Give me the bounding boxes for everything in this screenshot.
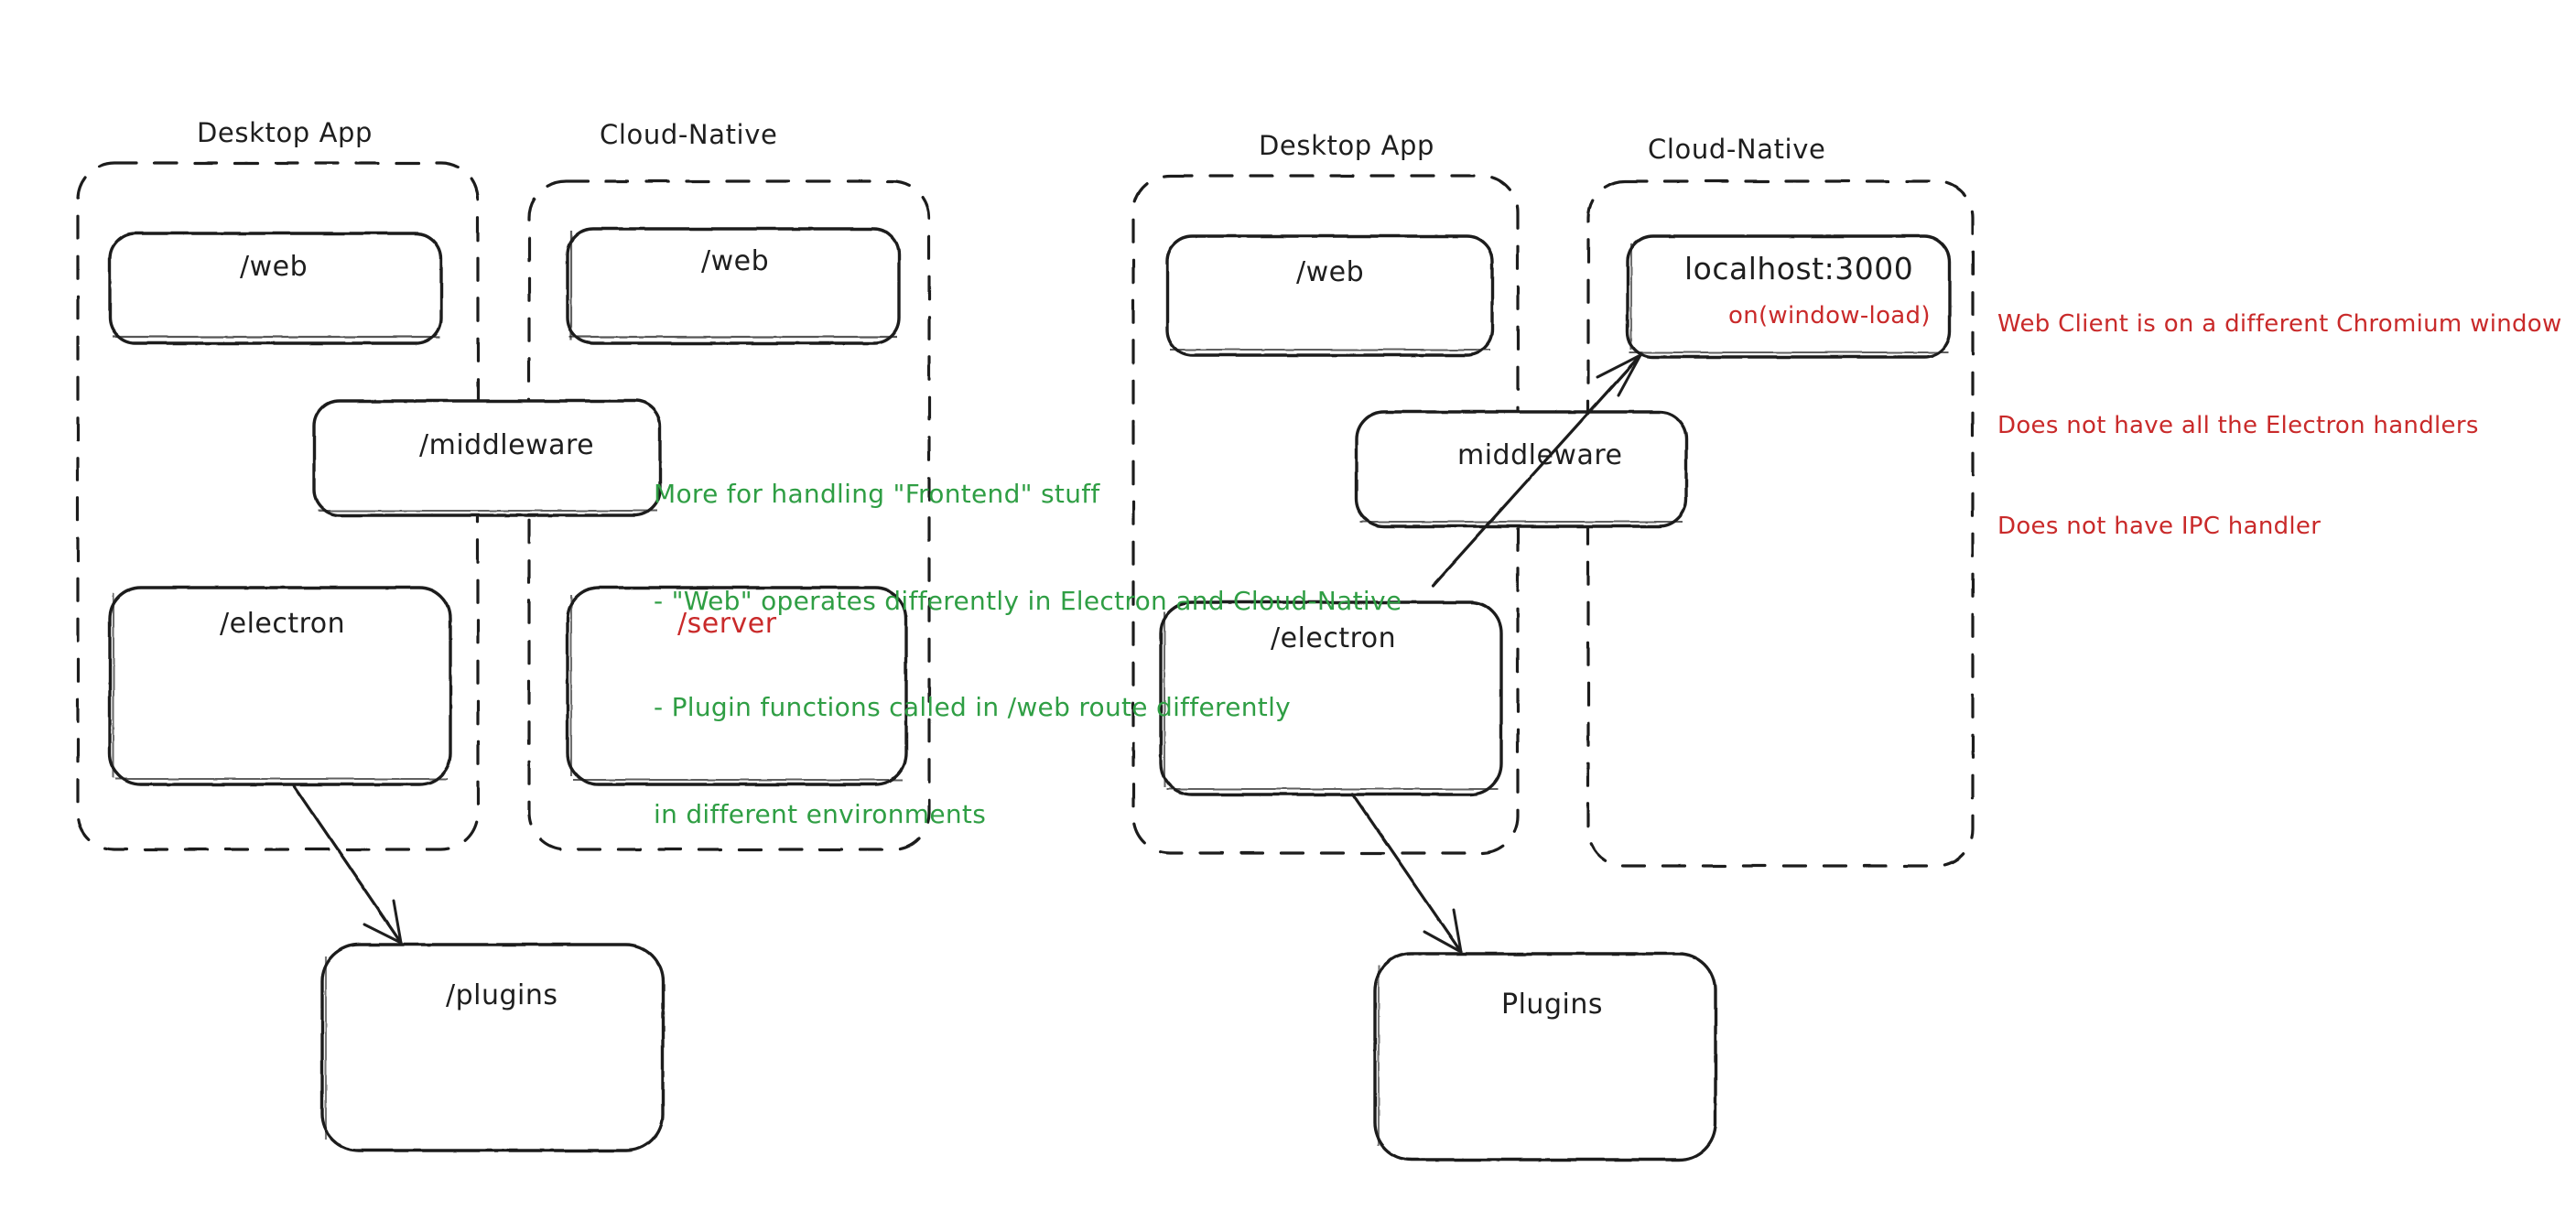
left-node-web-cloud[interactable] <box>566 227 901 345</box>
left-node-web-desktop[interactable] <box>108 232 443 345</box>
left-node-plugins[interactable] <box>320 943 665 1152</box>
left-node-server[interactable] <box>566 586 908 786</box>
right-node-web-desktop[interactable] <box>1165 234 1494 357</box>
right-node-middleware[interactable] <box>1355 410 1688 528</box>
right-node-plugins[interactable] <box>1373 952 1717 1162</box>
right-desktop-group-boundary <box>1131 174 1520 855</box>
left-node-electron[interactable] <box>108 586 452 786</box>
arrow-electron-to-plugins-right <box>1351 793 1463 954</box>
right-node-localhost[interactable] <box>1626 234 1952 359</box>
arrow-electron-to-localhost <box>1431 353 1642 588</box>
arrow-electron-to-plugins-left <box>292 784 403 945</box>
left-node-middleware[interactable] <box>312 399 662 517</box>
left-cloud-group-boundary <box>527 179 931 851</box>
right-node-electron[interactable] <box>1159 600 1503 796</box>
